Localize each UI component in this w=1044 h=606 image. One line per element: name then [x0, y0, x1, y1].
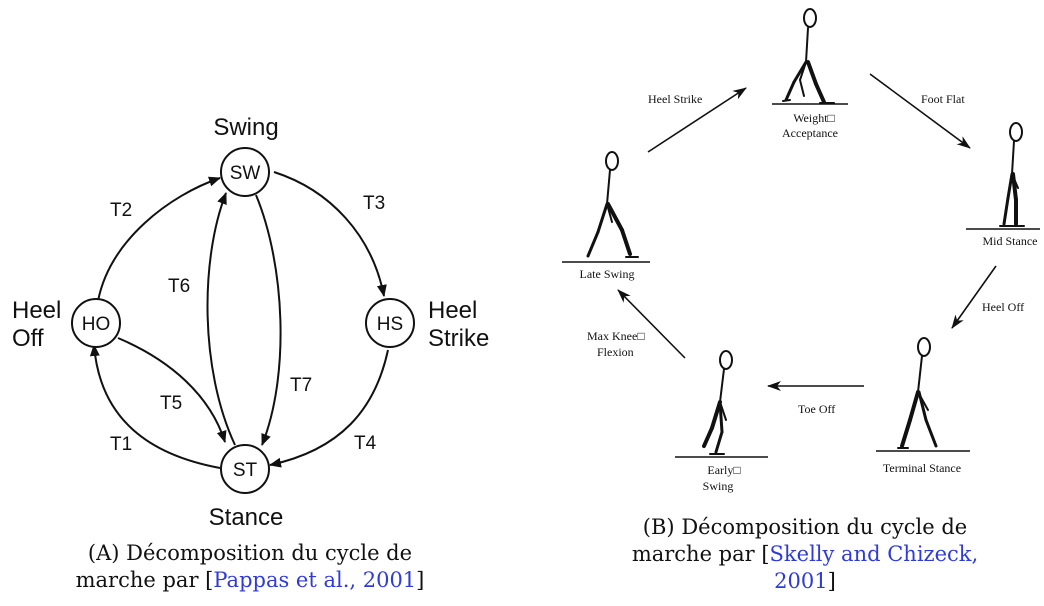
transition-t4-label: T4 [354, 433, 377, 454]
phase-late-swing-label: Late Swing [580, 267, 635, 281]
transition-t1-label: T1 [110, 434, 132, 455]
max-knee-flexion-arrow [617, 289, 686, 359]
caption-b-line3: 2001] [590, 568, 1020, 595]
event-max-knee-flexion-line2: Flexion [597, 345, 634, 359]
transition-t6-label: T6 [168, 276, 190, 297]
panel-a-diagram: SW HO HS ST Swing Heel Off Heel Strike S… [12, 114, 489, 531]
caption-a-text1: Décomposition du cycle de [126, 541, 413, 565]
heel-strike-arrow [647, 87, 747, 153]
stick-figure-mid-stance [999, 122, 1025, 227]
transition-t4-arrow [269, 349, 389, 468]
transition-t2-label: T2 [110, 200, 132, 221]
state-st-label: Stance [209, 504, 284, 531]
caption-b-text2: marche par [ [631, 542, 770, 566]
caption-b-label: (B) [642, 515, 675, 539]
foot-flat-arrow [869, 73, 971, 149]
transition-t3-label: T3 [363, 193, 385, 214]
state-st-node [220, 444, 270, 494]
phase-weight-acceptance-line1: Weight□ [793, 111, 835, 125]
transition-t7-label: T7 [290, 375, 312, 396]
panel-b-diagram: Weight□ Acceptance Mid Stance Terminal S… [562, 8, 1040, 493]
event-toe-off-label: Toe Off [798, 402, 835, 416]
caption-a-citation-link[interactable]: Pappas et al., 2001 [213, 568, 417, 592]
transition-t5-arrow [117, 337, 227, 443]
transition-t1-arrow [89, 344, 221, 469]
transition-t2-arrow [97, 176, 221, 302]
caption-a-close: ] [416, 568, 425, 592]
phase-early-swing-line2: Swing [703, 479, 734, 493]
transition-t5-label: T5 [160, 393, 182, 414]
state-ho-node [71, 298, 121, 348]
phase-terminal-stance-label: Terminal Stance [883, 461, 961, 475]
caption-b-line2: marche par [Skelly and Chizeck, [590, 541, 1020, 568]
caption-a-text2: marche par [ [75, 568, 214, 592]
heel-off-arrow [951, 265, 997, 329]
state-sw-label: Swing [213, 114, 278, 141]
state-st-abbr: ST [233, 460, 258, 481]
stick-figure-early-swing [702, 350, 733, 455]
phase-weight-acceptance-line2: Acceptance [782, 126, 838, 140]
transition-t7-arrow [255, 194, 282, 446]
state-hs-label-line1: Heel [428, 297, 477, 324]
stick-figure-late-swing [586, 151, 639, 258]
caption-a-line1: (A) Décomposition du cycle de [40, 540, 460, 567]
stick-figure-weight-acceptance [782, 8, 835, 104]
state-sw-abbr: SW [230, 163, 261, 184]
caption-b-close: ] [827, 569, 836, 593]
caption-a-line2: marche par [Pappas et al., 2001] [40, 567, 460, 594]
state-ho-label-line2: Off [12, 325, 44, 352]
state-ho-abbr: HO [82, 314, 111, 335]
state-ho-label-line1: Heel [12, 297, 61, 324]
event-heel-off-label: Heel Off [982, 300, 1024, 314]
transition-t3-arrow [273, 171, 387, 297]
stick-figure-terminal-stance [897, 337, 938, 449]
phase-mid-stance-label: Mid Stance [983, 234, 1038, 248]
transition-t6-arrow [206, 192, 236, 446]
phase-early-swing-line1: Early□ [707, 463, 740, 477]
state-hs-label-line2: Strike [428, 325, 489, 352]
caption-b-line1: (B) Décomposition du cycle de [590, 514, 1020, 541]
state-sw-node [220, 147, 270, 197]
event-heel-strike-label: Heel Strike [648, 92, 702, 106]
state-hs-node [365, 298, 415, 348]
caption-b-citation-link-part1[interactable]: Skelly and Chizeck, [769, 542, 979, 566]
caption-a-label: (A) [87, 541, 120, 565]
caption-b-text1: Décomposition du cycle de [681, 515, 968, 539]
event-max-knee-flexion-line1: Max Knee□ [587, 329, 645, 343]
caption-a: (A) Décomposition du cycle de marche par… [40, 540, 460, 594]
event-foot-flat-label: Foot Flat [921, 92, 965, 106]
state-hs-abbr: HS [377, 314, 403, 335]
caption-b-citation-link-part2[interactable]: 2001 [774, 569, 828, 593]
caption-b: (B) Décomposition du cycle de marche par… [590, 514, 1020, 595]
